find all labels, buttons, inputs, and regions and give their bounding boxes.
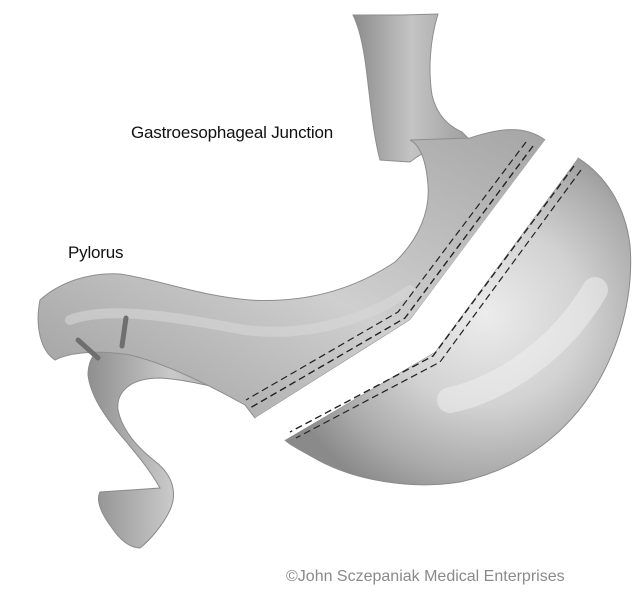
copyright-notice: ©John Sczepaniak Medical Enterprises bbox=[286, 568, 565, 586]
gastroesophageal-junction-label: Gastroesophageal Junction bbox=[131, 123, 333, 143]
pylorus-label: Pylorus bbox=[68, 243, 123, 263]
